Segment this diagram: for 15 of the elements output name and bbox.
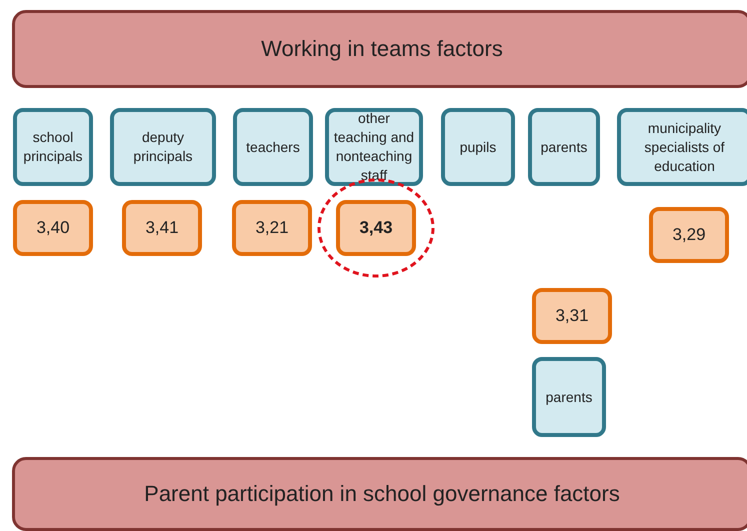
title-banner: Parent participation in school governance factors <box>12 457 747 531</box>
title-banner: Working in teams factors <box>12 10 747 88</box>
score-box: 3,21 <box>232 200 312 256</box>
category-box: municipality specialists of education <box>617 108 747 186</box>
score-box: 3,43 <box>336 200 416 256</box>
category-box: parents <box>528 108 600 186</box>
score-box: 3,29 <box>649 207 729 263</box>
category-box: teachers <box>233 108 313 186</box>
category-box: parents <box>532 357 606 437</box>
score-box: 3,41 <box>122 200 202 256</box>
category-box: school principals <box>13 108 93 186</box>
score-box: 3,40 <box>13 200 93 256</box>
category-box: pupils <box>441 108 515 186</box>
score-box: 3,31 <box>532 288 612 344</box>
category-box: deputy principals <box>110 108 216 186</box>
